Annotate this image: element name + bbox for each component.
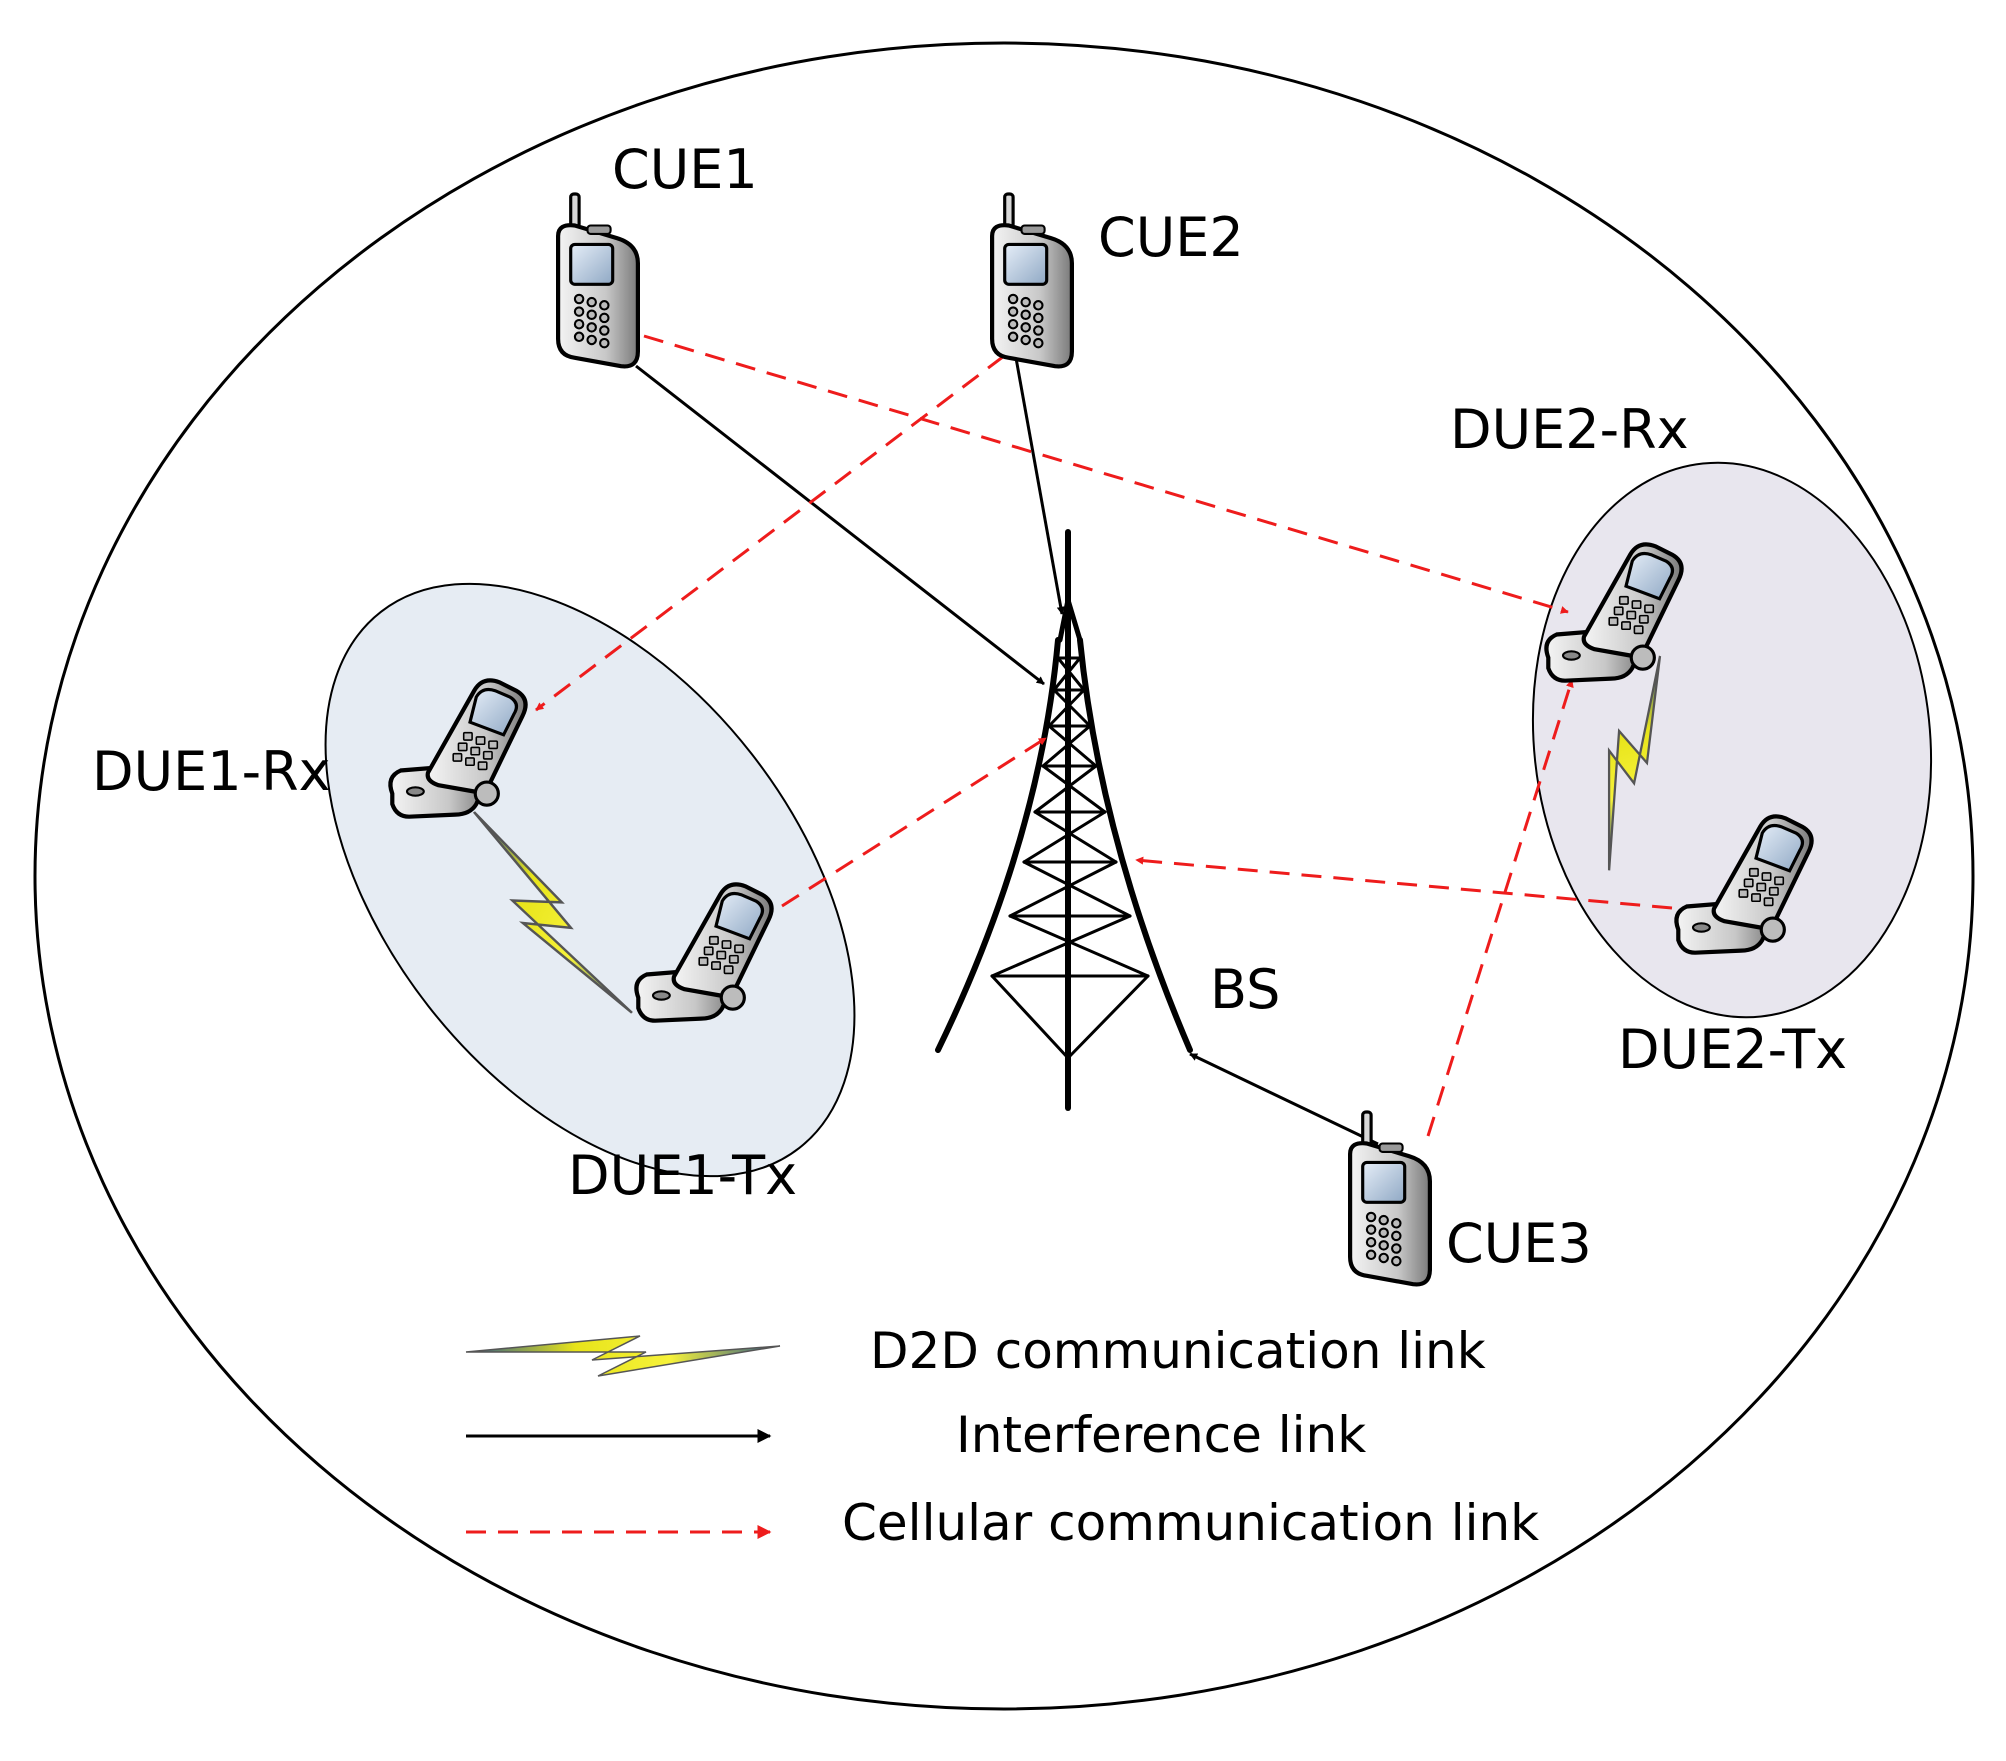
legend: D2D communication link Interference link… — [465, 1322, 1539, 1552]
cue1-label: CUE1 — [612, 138, 758, 201]
cellular-link-cue3-due2rx — [1426, 679, 1574, 1137]
interference-link-cue3-bs — [1189, 1052, 1379, 1146]
legend-d2d-label: D2D communication link — [870, 1322, 1486, 1380]
interference-link-cue2-bs — [1014, 357, 1065, 615]
due1-rx-label: DUE1-Rx — [92, 740, 331, 803]
legend-d2d-symbol — [465, 1335, 781, 1377]
interference-link-cue1-bs — [635, 364, 1045, 686]
due2-tx-label: DUE2-Tx — [1618, 1018, 1847, 1081]
cellular-link-cue2-due1rx — [535, 354, 1005, 712]
cellular-link-due1tx-bs — [781, 736, 1047, 908]
interference-links — [635, 357, 1379, 1146]
cellular-links — [535, 334, 1673, 1137]
due1-tx-label: DUE1-Tx — [568, 1144, 797, 1207]
legend-cellular-label: Cellular communication link — [842, 1494, 1539, 1552]
cellular-link-due2tx-bs — [1135, 856, 1673, 910]
cue2-label: CUE2 — [1098, 206, 1244, 269]
bs-label: BS — [1210, 958, 1280, 1021]
due2-rx-label: DUE2-Rx — [1450, 398, 1689, 461]
base-station-tower-icon — [935, 529, 1193, 1111]
cellular-link-cue1-due2rx — [643, 334, 1569, 614]
legend-interference-label: Interference link — [956, 1406, 1366, 1464]
cell-boundary — [33, 41, 1975, 1711]
cue3-label: CUE3 — [1446, 1212, 1592, 1275]
